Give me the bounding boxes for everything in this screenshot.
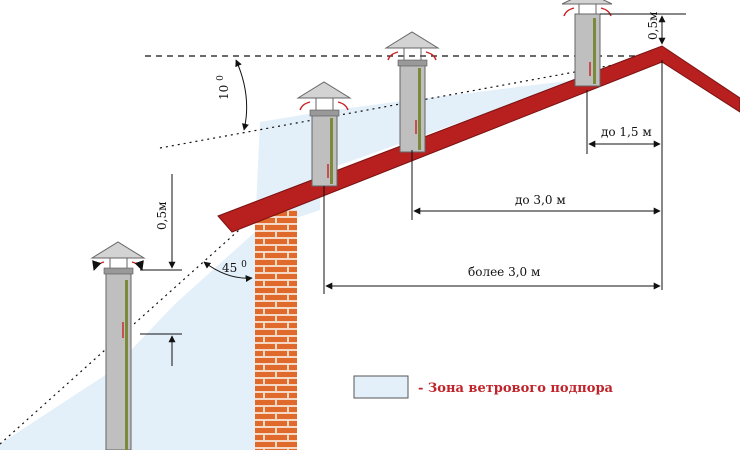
angle-forty-five-label: 45 <box>222 261 237 275</box>
svg-text:45 0: 45 0 <box>222 260 247 275</box>
draft-arrow-icon <box>563 7 575 17</box>
ten-degree-dotted-line <box>159 55 663 149</box>
chimney-cap-icon <box>384 31 440 49</box>
dimension-label-left-half-meter: 0,5м <box>155 202 169 230</box>
draft-arrow-icon <box>425 51 437 61</box>
legend: - Зона ветрового подпора <box>353 375 614 399</box>
chimney-pipe-mid-low <box>296 81 352 187</box>
svg-text:10 0: 10 0 <box>216 75 231 100</box>
dimension-label-upto-1-5: до 1,5 м <box>601 125 652 139</box>
draft-arrow-icon <box>299 101 311 111</box>
dimension-upto-3-0: до 3,0 м <box>411 150 661 220</box>
draft-arrow-icon <box>92 260 105 271</box>
dimension-upto-1-5: до 1,5 м <box>586 60 663 290</box>
dimension-label-top-half-meter: 0,5м <box>646 12 660 40</box>
dimension-left-half-meter: 0,5м <box>140 174 182 366</box>
angle-ten-label: 10 <box>217 85 231 100</box>
draft-arrow-icon <box>600 7 612 17</box>
chimney-pipe-ridge <box>561 0 613 87</box>
chimney-cap-icon <box>561 0 613 5</box>
angle-forty-five-degree: 45 0 <box>203 260 253 283</box>
roof <box>217 45 740 233</box>
draft-arrow-icon <box>387 51 399 61</box>
angle-forty-five-sup: 0 <box>241 260 247 270</box>
legend-label: - Зона ветрового подпора <box>418 381 614 396</box>
chimney-cap-icon <box>296 81 352 99</box>
brick-chimney-stack <box>255 210 297 450</box>
legend-swatch <box>353 375 409 399</box>
chimney-pipe-left <box>90 241 146 451</box>
angle-ten-degree: 10 0 <box>216 59 249 131</box>
draft-arrow-icon <box>131 260 144 271</box>
draft-arrow-icon <box>337 101 349 111</box>
angle-ten-sup: 0 <box>216 75 226 81</box>
dimension-label-more-3-0: более 3,0 м <box>468 265 540 279</box>
wind-backpressure-zone <box>0 14 658 450</box>
dimension-more-3-0: более 3,0 м <box>323 186 661 294</box>
chimney-pipe-mid-high <box>384 31 440 153</box>
chimney-cap-icon <box>90 241 146 259</box>
dimension-top-half-meter: 0,5м <box>600 12 686 45</box>
forty-five-degree-dotted-line <box>0 221 249 445</box>
dimension-label-upto-3-0: до 3,0 м <box>515 193 566 207</box>
